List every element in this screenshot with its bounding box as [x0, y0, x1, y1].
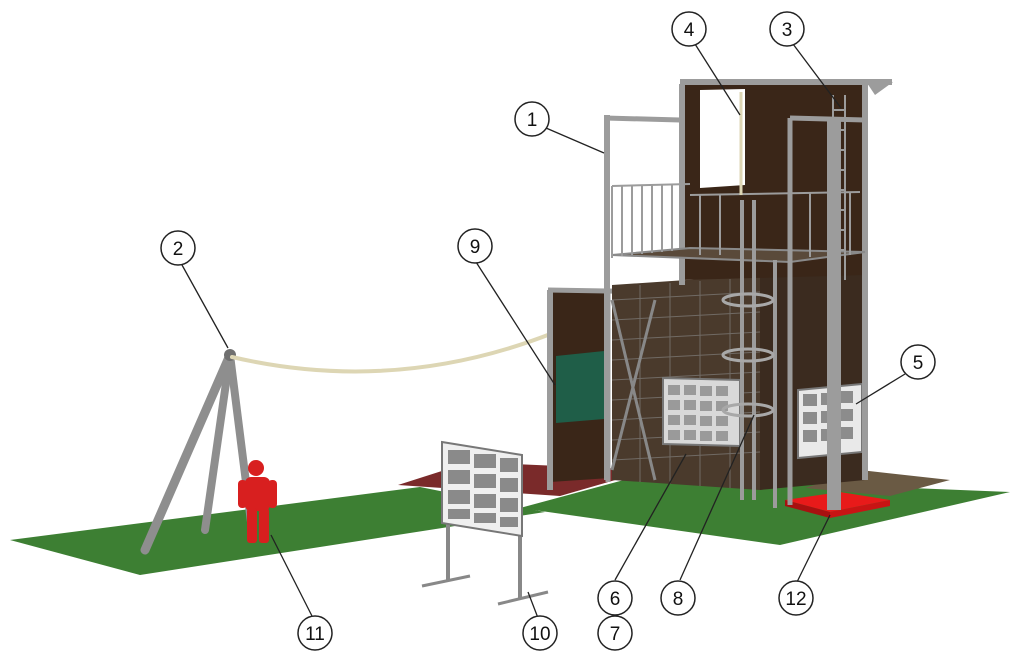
fire-pole-with-base — [785, 115, 890, 518]
callout-12: 12 — [778, 580, 814, 616]
callout-2-label: 2 — [173, 239, 184, 260]
platform-deck — [611, 246, 866, 264]
tower-upper — [604, 79, 893, 508]
callout-6: 6 — [597, 580, 633, 616]
leader-lines — [181, 43, 906, 619]
a-frame-rope-anchor — [140, 331, 555, 555]
callout-7: 7 — [597, 615, 633, 651]
callout-3: 3 — [769, 11, 805, 47]
rope-traverse — [230, 331, 555, 374]
callout-1-label: 1 — [527, 110, 538, 131]
green-panel — [556, 351, 604, 423]
callout-10: 10 — [522, 615, 558, 651]
callout-3-label: 3 — [782, 20, 793, 41]
callout-9: 9 — [457, 228, 493, 264]
callout-12-label: 12 — [785, 589, 806, 610]
climbing-hold-panel-left — [662, 376, 741, 448]
callout-10-label: 10 — [529, 624, 550, 645]
callout-4: 4 — [671, 11, 707, 47]
callout-9-label: 9 — [470, 237, 481, 258]
callout-11-label: 11 — [305, 624, 325, 645]
callout-11: 11 — [297, 615, 333, 651]
callout-7-label: 7 — [610, 624, 621, 645]
callout-8: 8 — [660, 580, 696, 616]
red-dummy-figure — [238, 460, 277, 543]
information-board — [421, 440, 549, 606]
callout-1: 1 — [514, 101, 550, 137]
upper-window-opening — [700, 89, 745, 188]
callout-4-label: 4 — [684, 20, 695, 41]
callout-5: 5 — [900, 344, 936, 380]
callout-8-label: 8 — [673, 589, 684, 610]
callout-6-label: 6 — [610, 589, 621, 610]
callout-2: 2 — [160, 230, 196, 266]
callout-5-label: 5 — [913, 353, 924, 374]
